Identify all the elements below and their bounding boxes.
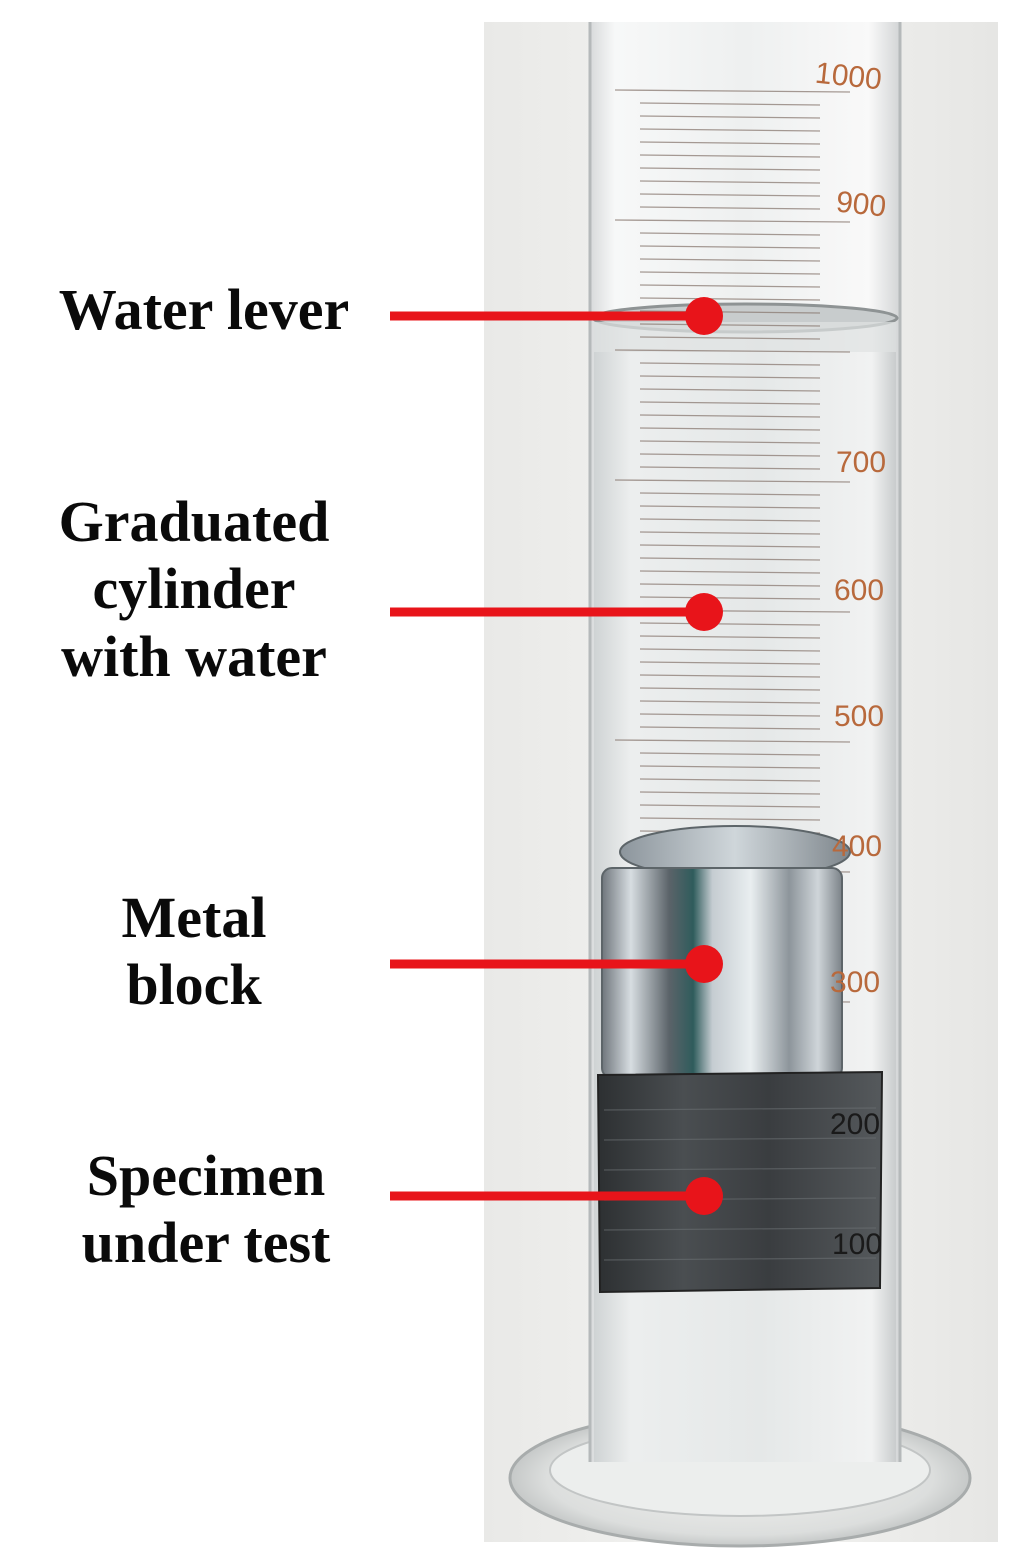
water-level-label-line-1: Water lever: [58, 277, 350, 342]
graduation-tick: [639, 271, 821, 275]
graduation-tick: [639, 570, 821, 574]
graduation-tick: [639, 310, 821, 314]
graduation-tick: [639, 648, 821, 652]
graduation-tick: [639, 713, 821, 717]
graduation-tick: [639, 817, 821, 821]
graduation-tick: [639, 323, 821, 327]
graduation-tick: [639, 778, 821, 782]
scale-mark-700: 700: [836, 446, 887, 479]
graduation-tick: [639, 401, 821, 405]
graduation-tick: [639, 700, 821, 704]
graduation-tick: [614, 479, 851, 483]
graduation-tick: [639, 362, 821, 366]
graduated-cylinder-label-line-2: cylinder: [92, 556, 296, 622]
graduation-tick: [639, 388, 821, 392]
graduation-tick: [639, 492, 821, 496]
specimen-label: Specimen under test: [26, 1142, 386, 1277]
graduation-tick: [639, 635, 821, 639]
metal-block-label-line-2: block: [126, 952, 262, 1018]
graduation-tick: [639, 544, 821, 548]
metal-block-label-line-1: Metal: [121, 885, 267, 950]
graduation-tick: [639, 752, 821, 756]
graduation-tick: [639, 726, 821, 730]
graduation-tick: [639, 375, 821, 379]
scale-mark-200: 200: [830, 1108, 881, 1141]
scale-mark-400: 400: [832, 830, 883, 863]
scale-mark-500: 500: [834, 700, 885, 733]
graduation-tick: [639, 531, 821, 535]
metal-block-label: Metal block: [14, 884, 374, 1019]
graduation-tick: [639, 466, 821, 470]
graduation-tick: [639, 440, 821, 444]
graduation-tick: [614, 219, 851, 223]
graduation-tick: [639, 154, 821, 158]
graduation-tick: [639, 427, 821, 431]
graduation-tick: [639, 804, 821, 808]
graduation-tick: [639, 245, 821, 249]
graduation-tick: [639, 167, 821, 171]
graduation-tick: [639, 102, 821, 106]
graduation-tick: [639, 583, 821, 587]
graduated-cylinder-label: Graduated cylinder with water: [14, 488, 374, 690]
specimen-label-line-1: Specimen: [86, 1143, 326, 1208]
scale-mark-100: 100: [832, 1228, 883, 1261]
scale-mark-600: 600: [834, 574, 885, 607]
graduation-tick: [639, 557, 821, 561]
graduation-tick: [639, 284, 821, 288]
graduation-tick: [639, 765, 821, 769]
graduation-tick: [639, 518, 821, 522]
graduation-tick: [639, 674, 821, 678]
graduated-cylinder-label-line-1: Graduated: [58, 489, 330, 554]
graduated-cylinder-label-line-3: with water: [61, 623, 327, 689]
graduation-tick: [639, 232, 821, 236]
graduation-tick: [614, 89, 851, 93]
graduation-tick: [639, 115, 821, 119]
graduation-tick: [639, 453, 821, 457]
graduation-tick: [639, 622, 821, 626]
graduation-tick: [614, 349, 851, 353]
graduation-tick: [639, 414, 821, 418]
scale-mark-300: 300: [830, 966, 881, 999]
graduation-tick: [614, 739, 851, 743]
scale-mark-900: 900: [834, 185, 888, 224]
graduation-tick: [639, 193, 821, 197]
specimen-label-line-2: under test: [81, 1210, 331, 1276]
graduation-tick: [639, 687, 821, 691]
graduation-tick: [639, 297, 821, 301]
graduation-tick: [639, 791, 821, 795]
graduation-tick: [639, 505, 821, 509]
graduation-tick: [639, 128, 821, 132]
graduation-tick: [639, 206, 821, 210]
graduation-tick: [639, 258, 821, 262]
graduation-tick: [639, 596, 821, 600]
graduation-tick: [639, 336, 821, 340]
scale-mark-1000: 1000: [813, 56, 884, 97]
graduation-tick: [639, 141, 821, 145]
graduation-tick: [639, 661, 821, 665]
water-level-label: Water lever: [24, 276, 384, 343]
graduation-tick: [639, 180, 821, 184]
